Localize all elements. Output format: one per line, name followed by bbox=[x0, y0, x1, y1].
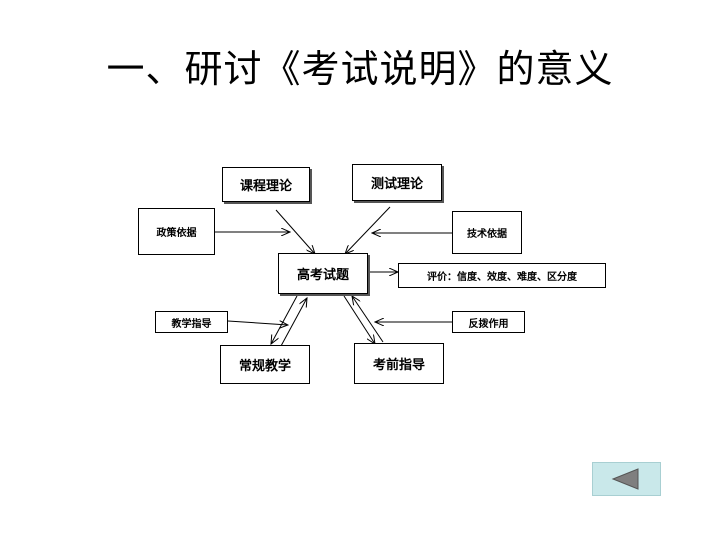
triangle-left-icon bbox=[611, 468, 639, 490]
test-theory-box: 测试理论 bbox=[352, 164, 442, 201]
arrow-course-to-exam bbox=[275, 209, 315, 254]
arrow-regular-to-exam bbox=[280, 298, 307, 347]
arrow-test-to-exam bbox=[345, 206, 391, 254]
exam-questions-box: 高考试题 bbox=[278, 253, 368, 294]
policy-basis-box: 政策依据 bbox=[138, 208, 215, 255]
evaluation-box: 评价：信度、效度、难度、区分度 bbox=[398, 263, 606, 288]
arrow-guidance-to-exam bbox=[227, 321, 288, 325]
pre-exam-guidance-box: 考前指导 bbox=[354, 343, 444, 384]
arrow-exam-to-regular bbox=[271, 295, 298, 344]
tech-basis-box: 技术依据 bbox=[452, 211, 522, 254]
slide-title: 一、研讨《考试说明》的意义 bbox=[106, 47, 614, 91]
course-theory-box: 课程理论 bbox=[222, 167, 310, 202]
backwash-box: 反拨作用 bbox=[452, 311, 525, 333]
regular-teaching-box: 常规教学 bbox=[220, 345, 310, 384]
teaching-guidance-box: 教学指导 bbox=[155, 311, 228, 333]
back-button[interactable] bbox=[592, 462, 661, 496]
arrow-exam-to-preexam bbox=[343, 295, 375, 344]
arrow-preexam-to-exam bbox=[352, 296, 384, 343]
